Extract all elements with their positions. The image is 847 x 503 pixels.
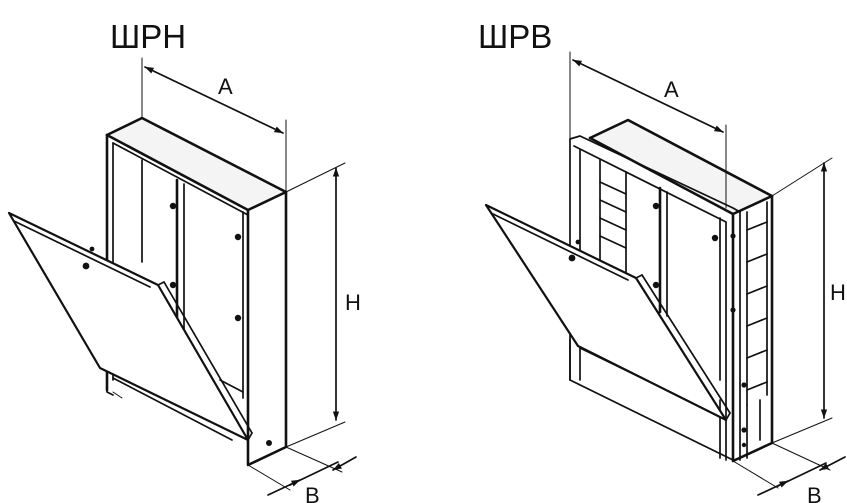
cabinet-shrn-dim-depth-label: B — [305, 483, 320, 503]
cabinet-shrn-door — [7, 211, 253, 442]
cabinet-shrn-dim-depth: B — [247, 446, 357, 503]
cabinet-shrn-dim-width: A — [141, 57, 287, 193]
cabinet-shrv-dim-height: H — [771, 157, 846, 444]
cabinet-shrv-title: ШРВ — [478, 18, 552, 55]
cabinet-shrv-door — [484, 203, 731, 422]
cabinet-shrn-dim-width-label: A — [218, 74, 233, 99]
cabinet-shrn-title: ШРН — [110, 18, 186, 55]
cabinet-shrn-body — [105, 116, 288, 467]
cabinet-shrv: ШРВ — [478, 18, 846, 503]
cabinet-shrv-dim-depth-label: B — [807, 483, 822, 503]
cabinet-shrv-dim-width: A — [569, 51, 727, 209]
cabinet-shrn-dim-height: H — [285, 162, 361, 448]
cabinet-shrv-dim-depth: B — [732, 442, 846, 503]
cabinet-shrn-dim-height-label: H — [345, 290, 361, 315]
cabinet-shrn: ШРН — [7, 18, 361, 503]
cabinet-shrv-dim-width-label: A — [664, 77, 679, 102]
cabinet-shrv-dim-height-label: H — [830, 280, 846, 305]
